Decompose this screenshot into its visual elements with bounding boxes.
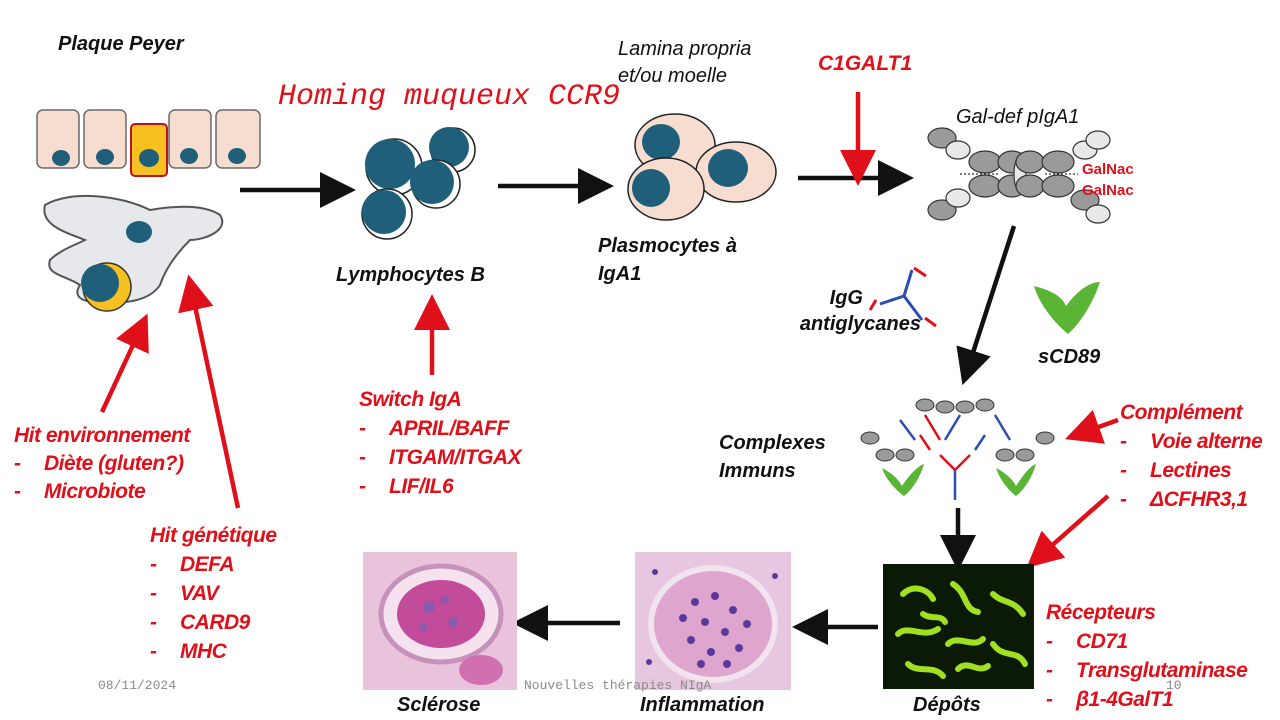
list-title: Hit génétique [150,524,277,547]
lamina-propria-label: Lamina propria et/ou moelle [618,36,751,90]
list-item: -Voie alterne [1120,430,1263,453]
homing-ccr9-label: Homing muqueux CCR9 [278,80,621,114]
list-item: -ΔCFHR3,1 [1120,488,1248,511]
inflammation-label: Inflammation [640,694,765,716]
dendritic-cell [43,195,224,312]
complexes-line-1: Complexes [719,432,826,454]
complexes-line-2: Immuns [719,460,796,482]
immune-complex [860,398,1055,500]
plasmocytes-line-1: Plasmocytes à [598,235,737,257]
list-item: -Diète (gluten?) [14,452,184,475]
list-item: -CARD9 [150,611,250,634]
plasmocytes-label: Plasmocytes à IgA1 [598,232,737,288]
list-item: -β1-4GalT1 [1046,688,1174,711]
footer-date: 08/11/2024 [98,678,177,693]
red-arrows [99,92,1119,568]
igg-line-1: IgG [829,287,863,309]
immunofluorescence-deposits [883,564,1034,689]
list-title: Récepteurs [1046,601,1156,624]
recepteurs-list: Récepteurs -CD71 -Transglutaminase -β1-4… [1046,598,1248,714]
list-item: -LIF/IL6 [359,475,454,498]
list-item: -VAV [150,582,219,605]
igg-antibody [868,266,937,328]
c1galt1-label: C1GALT1 [818,52,913,75]
plasmocytes-line-2: IgA1 [598,263,642,285]
igg-antiglycanes-label: IgG antiglycanes [775,285,921,337]
immune-complexes-label: Complexes Immuns [719,429,826,485]
peyer-patch-label: Plaque Peyer [58,33,184,55]
galnac-label-2: GalNac [1082,182,1134,199]
list-item: -DEFA [150,553,235,576]
list-item: -Microbiote [14,480,146,503]
list-item: -CD71 [1046,630,1128,653]
complement-list: Complément -Voie alterne -Lectines -ΔCFH… [1120,398,1263,514]
list-item: -MHC [150,640,227,663]
list-title: Hit environnement [14,424,190,447]
gal-def-piga1-label: Gal-def pIgA1 [956,106,1080,128]
depots-label: Dépôts [913,694,981,716]
lamina-propria-line-2: et/ou moelle [618,65,727,87]
sclerosis-micrograph [363,552,517,690]
list-item: -ITGAM/ITGAX [359,446,522,469]
plasma-cells [627,113,777,221]
hit-genetique-list: Hit génétique -DEFA -VAV -CARD9 -MHC [150,521,277,666]
lymphocytes-b-label: Lymphocytes B [336,264,485,286]
peyer-patch-epithelium [36,109,261,177]
footer-page-number: 10 [1166,678,1182,693]
gal-def-piga1-molecule [927,127,1111,224]
sclerose-label: Sclérose [397,694,481,716]
switch-iga-list: Switch IgA -APRIL/BAFF -ITGAM/ITGAX -LIF… [359,385,522,501]
hit-environnement-list: Hit environnement -Diète (gluten?) -Micr… [14,422,190,506]
galnac-label-1: GalNac [1082,161,1134,178]
lamina-propria-line-1: Lamina propria [618,38,752,60]
footer-title: Nouvelles thérapies NIgA [524,678,712,693]
flow-arrows [240,160,1017,645]
scd89-label: sCD89 [1038,346,1101,368]
igg-line-2: antiglycanes [799,313,921,335]
list-item: -Transglutaminase [1046,659,1248,682]
list-item: -APRIL/BAFF [359,417,509,440]
list-item: -Lectines [1120,459,1232,482]
b-lymphocytes [361,127,476,240]
list-title: Complément [1120,401,1243,424]
list-title: Switch IgA [359,388,462,411]
inflammation-micrograph [635,552,791,690]
scd89-fragment [1034,282,1100,334]
